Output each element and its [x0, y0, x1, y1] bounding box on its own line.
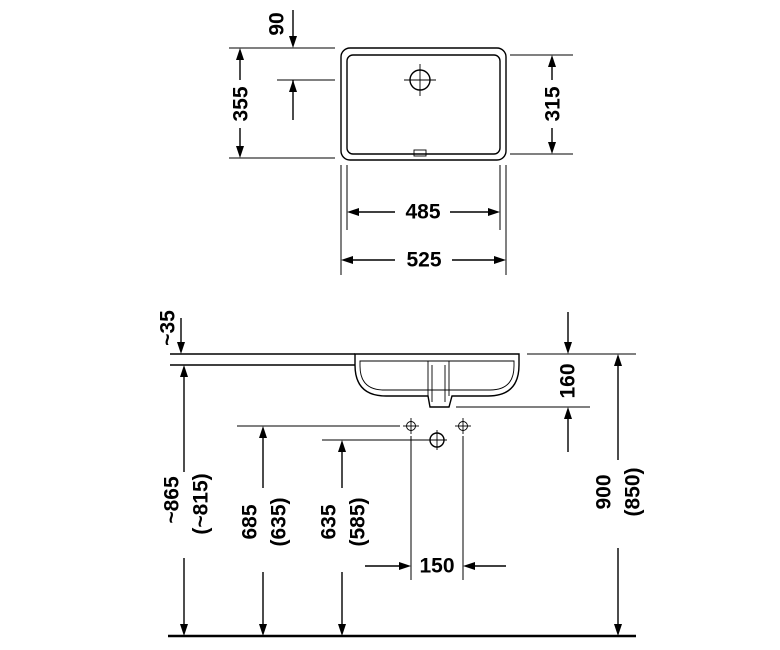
dimension-355: 355	[229, 48, 335, 159]
dimension-label-alt: (585)	[347, 497, 370, 546]
dimension-label: 685	[239, 504, 262, 539]
dimension-635: 635 (585)	[318, 440, 370, 636]
dimension-label: 525	[406, 249, 441, 272]
side-view: ~35 ~865 (~815) 685 (635) 63	[157, 310, 645, 638]
dimension-865: ~865 (~815)	[161, 365, 213, 636]
tap-connection-right-icon	[455, 418, 471, 434]
dimension-label: 150	[419, 555, 454, 578]
dimension-label: 160	[557, 363, 580, 398]
dimension-label: 90	[266, 12, 289, 35]
drain-connection-icon	[427, 430, 447, 450]
dimension-label: 315	[542, 86, 565, 121]
dimension-525: 525	[340, 165, 507, 275]
overflow-icon	[413, 149, 427, 157]
drain-icon	[404, 64, 436, 96]
dimension-label: ~35	[157, 310, 180, 346]
dimension-35: ~35	[157, 310, 185, 354]
dimension-label-alt: (850)	[622, 467, 645, 516]
dimension-label: 900	[593, 474, 616, 509]
dimension-label: 485	[405, 201, 440, 224]
dimension-label: ~865	[161, 476, 184, 524]
dimension-label-alt: (~815)	[190, 473, 213, 534]
dimension-315: 315	[510, 54, 573, 155]
basin-inner-outline	[346, 54, 501, 155]
dimension-label: 355	[230, 86, 253, 121]
dimension-485: 485	[346, 165, 501, 230]
top-view: 90 355 315 485	[229, 10, 573, 275]
tap-connection-left-icon	[403, 418, 419, 434]
dimension-label: 635	[318, 504, 341, 539]
basin-inner-wall	[359, 360, 515, 391]
dimension-685: 685 (635)	[239, 426, 291, 636]
dimension-160: 160	[456, 312, 636, 452]
basin-outer-outline	[340, 47, 507, 161]
basin-side-section	[354, 353, 520, 408]
dimension-150: 150	[365, 436, 506, 580]
dimension-900: 900 (850)	[593, 354, 645, 636]
dimension-90: 90	[229, 10, 335, 120]
dimension-label-alt: (635)	[268, 497, 291, 546]
